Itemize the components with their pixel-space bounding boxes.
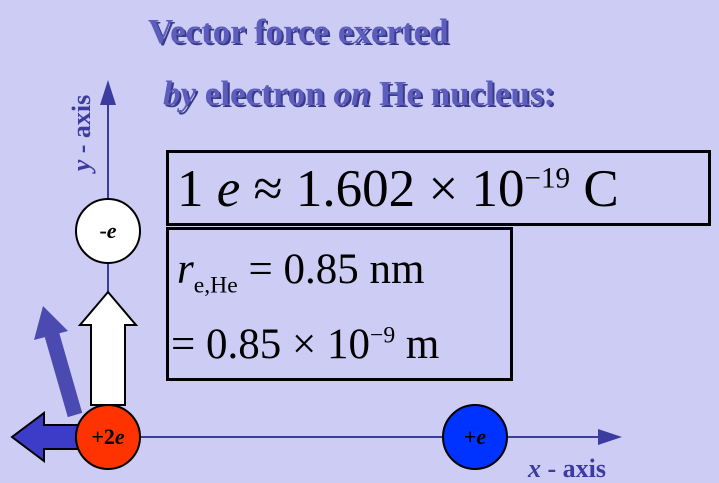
x-axis-label: x - axis (528, 454, 606, 483)
electron-circle (75, 198, 141, 264)
y-axis-label: y - axis (67, 94, 96, 172)
charge-equation-box: 1 e ≈ 1.602 × 10−19 C (166, 150, 711, 226)
electron-force-arrow (77, 290, 139, 406)
proton-force-arrow (10, 411, 81, 463)
x-axis-arrowhead (598, 429, 622, 445)
helium-nucleus-circle (75, 404, 141, 470)
distance-equation-line-2: = 0.85 × 10−9 m (171, 321, 440, 368)
proton-charge-label: +e (463, 424, 487, 449)
proton-circle (442, 404, 508, 470)
net-force-arrow (34, 306, 83, 418)
helium-charge-label: +2e (91, 424, 125, 449)
electron-charge-label: -e (99, 218, 117, 243)
charge-equation: 1 e ≈ 1.602 × 10−19 C (177, 160, 619, 218)
distance-equation-line-1: re,He = 0.85 nm (177, 246, 425, 299)
title-line-2: by electron on He nucleus: (163, 74, 556, 113)
title-line-1: Vector force exerted (148, 12, 449, 51)
distance-equation-box: re,He = 0.85 nm = 0.85 × 10−9 m (166, 227, 513, 381)
y-axis-arrowhead (100, 80, 116, 105)
